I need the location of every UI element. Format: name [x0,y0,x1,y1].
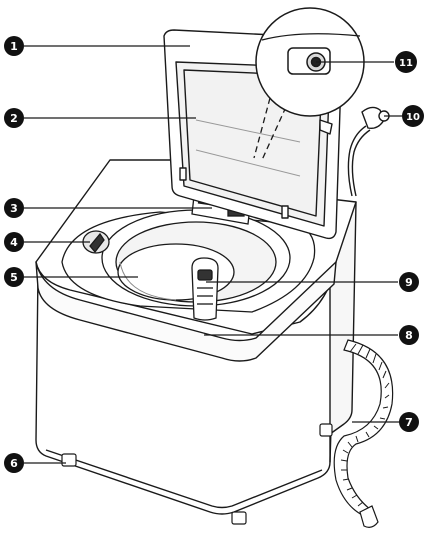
svg-text:7: 7 [405,416,413,429]
svg-text:6: 6 [10,457,18,470]
callout-leaders [24,45,402,464]
svg-text:1: 1 [10,40,18,53]
callout-10: 10 [402,105,424,127]
front-panel-band [35,261,337,362]
svg-text:5: 5 [10,271,18,284]
svg-text:3: 3 [10,202,18,215]
callout-9: 9 [399,272,419,292]
svg-text:8: 8 [405,329,413,342]
drain-hose [333,339,394,528]
svg-text:11: 11 [399,58,413,69]
lid-reflection [195,119,301,177]
cabinet-seam [45,449,323,509]
svg-text:10: 10 [406,112,420,123]
water-inlet-hose [347,106,390,197]
callout-1: 1 [4,36,24,56]
callout-8: 8 [399,325,419,345]
callout-3: 3 [4,198,24,218]
leveling-foot [61,423,333,525]
callout-6: 6 [4,453,24,473]
callout-11: 11 [395,51,417,73]
callout-4: 4 [4,232,24,252]
svg-text:2: 2 [10,112,18,125]
callout-7: 7 [399,412,419,432]
callout-2: 2 [4,108,24,128]
lid-lock-detail [255,7,365,117]
cabinet-side [329,201,357,463]
svg-text:9: 9 [405,276,413,289]
fabric-softener-dispenser [191,257,219,321]
svg-text:4: 4 [10,236,18,249]
drum-shading [119,261,177,301]
tub [61,209,316,313]
callout-5: 5 [4,267,24,287]
